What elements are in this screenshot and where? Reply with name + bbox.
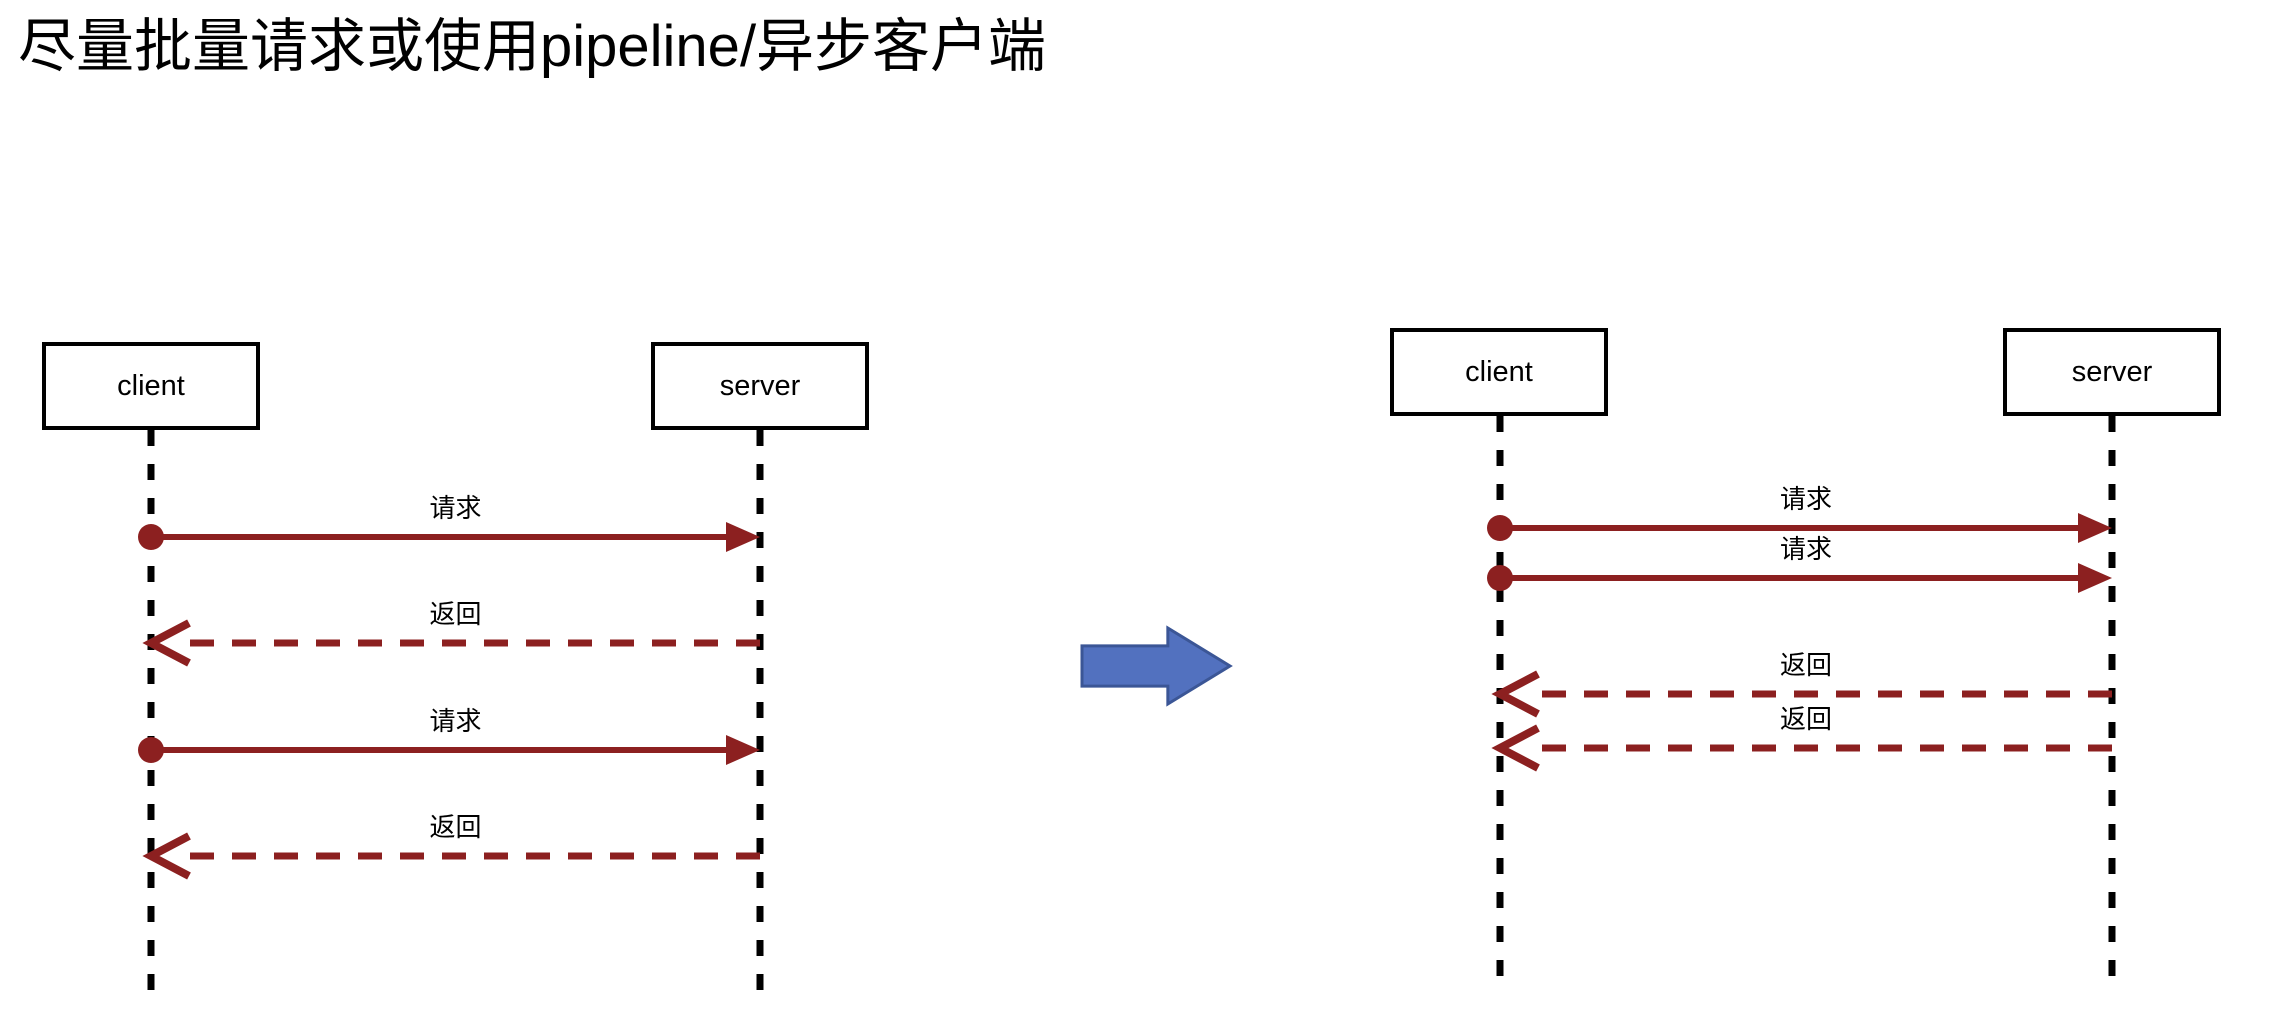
sequence-diagram-after	[1487, 416, 2116, 992]
participant-box-server[interactable]: server	[651, 342, 869, 430]
participant-box-client[interactable]: client	[1390, 328, 1608, 416]
participant-box-server[interactable]: server	[2003, 328, 2221, 416]
sequence-diagram-before	[138, 430, 764, 992]
arrowhead-filled-before-0	[726, 522, 760, 552]
message-label-请求: 请求	[1779, 534, 1833, 564]
message-label-请求: 请求	[1779, 484, 1833, 514]
message-label-请求: 请求	[429, 493, 482, 523]
participant-label-client: client	[117, 369, 185, 402]
message-label-返回: 返回	[1779, 650, 1833, 680]
message-label-返回: 返回	[1779, 704, 1833, 734]
message-label-返回: 返回	[429, 812, 482, 842]
arrowhead-filled-before-2	[726, 735, 760, 765]
message-origin-dot-after-1	[1487, 565, 1513, 591]
blue-right-arrow-icon	[1080, 625, 1233, 707]
arrowhead-open-after-2	[1491, 670, 1540, 718]
participant-label-server: server	[2071, 355, 2153, 388]
arrowhead-filled-after-1	[2078, 563, 2112, 593]
arrowhead-open-after-3	[1491, 724, 1540, 772]
message-label-返回: 返回	[429, 599, 482, 629]
message-label-请求: 请求	[429, 706, 482, 736]
participant-label-server: server	[719, 369, 801, 402]
arrowhead-open-before-1	[142, 619, 191, 667]
arrowhead-open-before-3	[142, 832, 191, 880]
participant-box-client[interactable]: client	[42, 342, 260, 430]
message-origin-dot-before-0	[138, 524, 164, 550]
message-origin-dot-before-2	[138, 737, 164, 763]
page-title: 尽量批量请求或使用pipeline/异步客户端	[18, 14, 1047, 79]
participant-label-client: client	[1465, 355, 1533, 388]
arrowhead-filled-after-0	[2078, 513, 2112, 543]
message-origin-dot-after-0	[1487, 515, 1513, 541]
